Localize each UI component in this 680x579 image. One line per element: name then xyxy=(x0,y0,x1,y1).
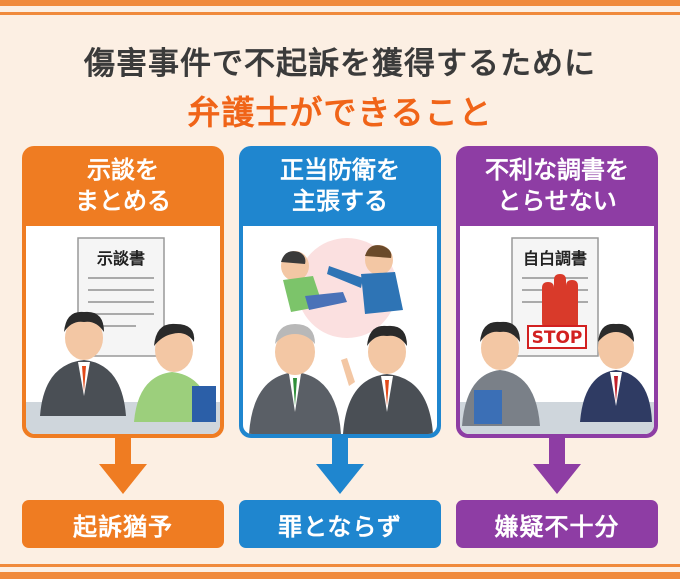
top-stripe xyxy=(0,0,680,6)
card-statement-line2: とらせない xyxy=(497,187,617,215)
stop-hand-icon: STOP xyxy=(527,274,587,349)
doc-label-settlement: 示談書 xyxy=(97,249,145,268)
result-self-defense: 罪とならず xyxy=(239,500,441,548)
client-figure xyxy=(134,323,216,422)
card-statement-line1: 不利な調書を xyxy=(485,156,629,184)
top-stripe-thin xyxy=(0,12,680,15)
statement-scene: 自白調書 STOP xyxy=(460,237,654,434)
senior-lawyer-figure xyxy=(249,324,341,434)
card-settlement-line2: まとめる xyxy=(75,187,171,215)
card-self-defense-illustration xyxy=(243,226,437,434)
scuffle-figures xyxy=(281,245,403,314)
result-statement: 嫌疑不十分 xyxy=(456,500,658,548)
card-self-defense-heading: 正当防衛を 主張する xyxy=(239,146,441,226)
defense-lawyer-figure xyxy=(341,325,433,434)
down-arrow-icon xyxy=(533,438,581,494)
suspect-figure xyxy=(462,321,540,426)
bottom-stripe xyxy=(0,572,680,579)
card-self-defense: 正当防衛を 主張する xyxy=(239,146,441,438)
stop-label: STOP xyxy=(532,328,583,348)
card-statement-illustration: 自白調書 STOP xyxy=(460,226,654,434)
title-line-2: 弁護士ができること xyxy=(187,93,493,132)
card-statement: 不利な調書を とらせない 自白調書 STOP xyxy=(456,146,658,438)
card-settlement-line1: 示談を xyxy=(87,156,159,184)
down-arrow-icon xyxy=(316,438,364,494)
title-line-1: 傷害事件で不起訴を獲得するために xyxy=(84,46,596,82)
card-self-defense-line1: 正当防衛を xyxy=(280,156,400,184)
down-arrow-icon xyxy=(99,438,147,494)
investigator-figure xyxy=(580,323,652,422)
card-settlement-heading: 示談を まとめる xyxy=(22,146,224,226)
card-self-defense-line2: 主張する xyxy=(292,187,388,215)
result-settlement: 起訴猶予 xyxy=(22,500,224,548)
lawyer-figure xyxy=(40,311,126,416)
bottom-stripe-thin xyxy=(0,564,680,567)
card-settlement: 示談を まとめる 示談書 xyxy=(22,146,224,438)
settlement-scene: 示談書 xyxy=(26,237,220,434)
card-statement-heading: 不利な調書を とらせない xyxy=(456,146,658,226)
doc-label-statement: 自白調書 xyxy=(523,249,587,268)
self-defense-scene xyxy=(249,238,433,434)
card-settlement-illustration: 示談書 xyxy=(26,226,220,434)
